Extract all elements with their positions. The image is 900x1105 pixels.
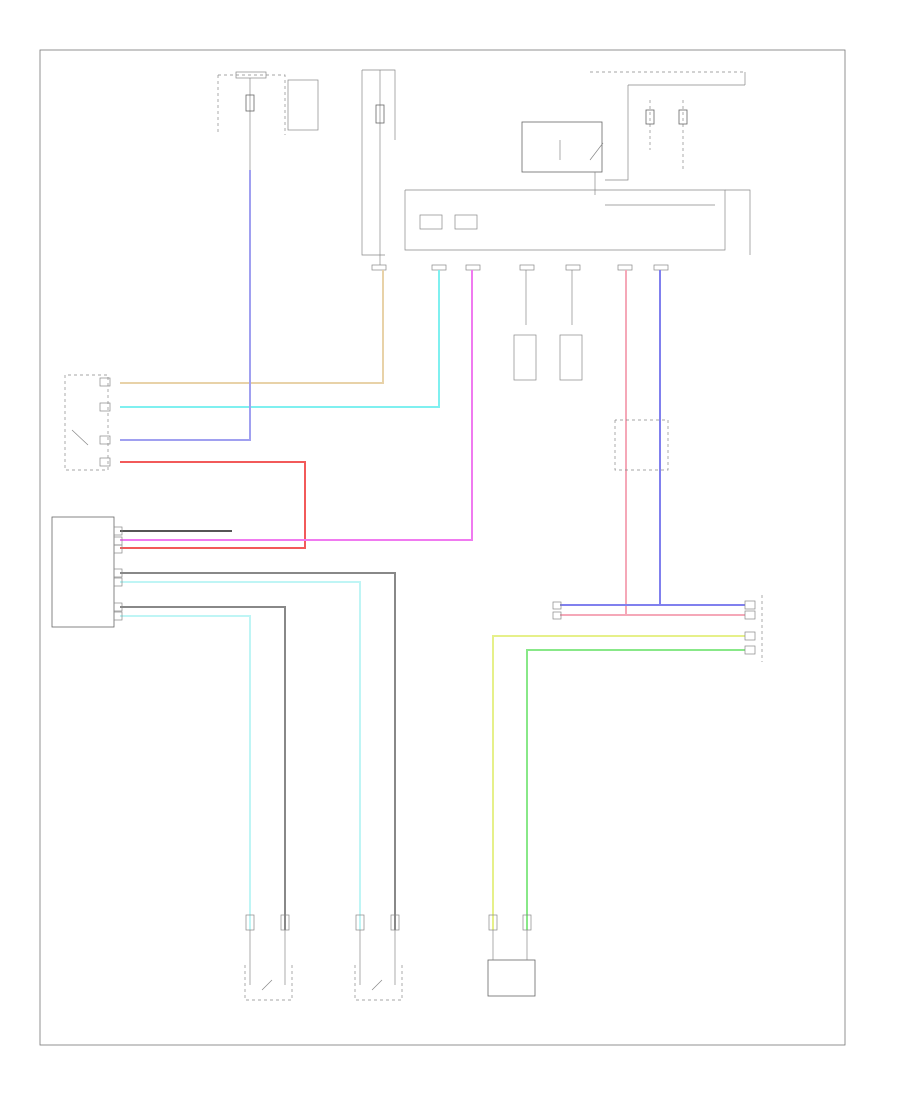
relay-box [521, 121, 603, 173]
right-connector-block [552, 595, 763, 662]
connector-icon [744, 610, 756, 620]
connector-icon [744, 600, 756, 610]
connector-icon [617, 264, 633, 271]
module-pins [371, 214, 669, 271]
fuse-bracket-left-top [218, 74, 286, 135]
wire-violet [120, 170, 251, 441]
ground-circuits [513, 270, 583, 381]
fuse-icon [245, 94, 255, 112]
diagram-frame [39, 49, 846, 1046]
connector-icon [99, 435, 111, 445]
fuse-block-label-box [235, 71, 267, 79]
connector-icon [113, 544, 123, 554]
inline-connector [614, 419, 669, 471]
connector-icon [552, 601, 562, 610]
wire-harness [120, 170, 745, 930]
wire-yellowgreen [492, 635, 745, 930]
wire-cyan [120, 270, 440, 408]
connector-icon [744, 631, 756, 641]
wire-magenta [120, 270, 473, 541]
switch-outline [64, 374, 109, 471]
connector-icon [465, 264, 481, 271]
connector-icon [99, 402, 111, 412]
connector-icon [113, 526, 123, 536]
connector-icon [519, 264, 535, 271]
hold-switch-assembly [64, 374, 111, 471]
wire-pink [560, 270, 627, 616]
connector-icon [371, 264, 387, 271]
connector-icon [653, 264, 669, 271]
connector-icon [113, 577, 123, 587]
wire-blue [560, 270, 661, 606]
control-module-side [725, 189, 751, 255]
wire-lightgreen [526, 649, 745, 930]
wire-gray-1 [120, 572, 396, 930]
wire-red [120, 461, 306, 549]
module-terminal-block [419, 214, 443, 230]
connector-icon [565, 264, 581, 271]
wire-lightcyan-2 [120, 615, 251, 930]
module-terminal-block [454, 214, 478, 230]
connector-icon [99, 377, 111, 387]
control-unit [51, 516, 123, 628]
fuse-box-2-outline [361, 70, 385, 256]
bottom-sensors [244, 914, 536, 1001]
connector-icon [431, 264, 447, 271]
switch-icon [71, 429, 89, 446]
fuse-bracket-right [605, 85, 629, 181]
control-unit-box [51, 516, 115, 628]
connector-icon [113, 568, 123, 578]
ground-icon [559, 334, 583, 381]
connector-icon [552, 611, 562, 620]
fuse-note-text-block [287, 79, 319, 131]
wire-tan [120, 270, 384, 384]
switch-icon [261, 979, 273, 991]
wire-gray-2 [120, 606, 286, 930]
fuse-icon [678, 109, 688, 125]
ground-icon [513, 334, 537, 381]
wire-lightcyan-1 [120, 581, 361, 930]
fuse-icon [375, 104, 385, 124]
sensor-3-box [487, 959, 536, 997]
fuse-icon [645, 109, 655, 125]
connector-icon [99, 457, 111, 467]
switch-icon [589, 142, 604, 161]
connector-icon [113, 602, 123, 612]
connector-icon [113, 611, 123, 621]
connector-icon [744, 645, 756, 655]
fuse-box-2-top [362, 69, 396, 140]
inline-connector-outline [614, 419, 669, 471]
power-feed-section [217, 69, 751, 271]
switch-icon [371, 979, 383, 991]
control-module-box [404, 189, 726, 251]
